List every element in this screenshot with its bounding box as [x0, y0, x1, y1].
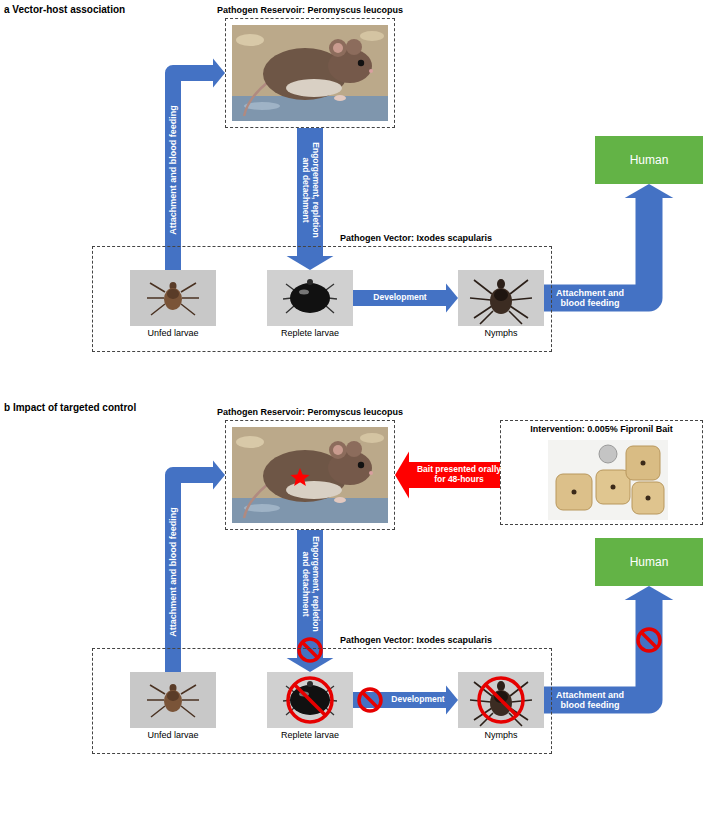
block-arrow [287, 530, 334, 672]
arrow-label: Development [391, 695, 444, 705]
arrow-shaft [353, 692, 446, 708]
node-text: Human [630, 555, 669, 569]
node-text: Replete larvae [267, 328, 353, 338]
replete-larva-photo [267, 672, 353, 728]
nymph-photo [458, 270, 544, 326]
tick-stage: Nymphs [458, 672, 544, 744]
node-text: Pathogen Reservoir: Peromyscus leucopus [217, 407, 403, 417]
tick-stage: Replete larvae [267, 672, 353, 744]
replete-larva-photo [267, 270, 353, 326]
intervention-box: Intervention: 0.005% Fipronil Bait [500, 420, 703, 525]
tick-stage: Unfed larvae [130, 270, 216, 342]
arrow-label: Attachment and blood feeding [168, 105, 178, 235]
arrow-label: Bait presented orally for 48-hours [411, 465, 507, 485]
host-box: Human [595, 136, 703, 184]
panel-label: b Impact of targeted control [4, 402, 136, 413]
prohibition-sign [288, 678, 332, 722]
unfed-larva-photo [130, 270, 216, 326]
arrow-head [625, 184, 674, 198]
panel-label: a Vector-host association [4, 4, 125, 15]
node-text: Intervention: 0.005% Fipronil Bait [501, 421, 702, 434]
reservoir-box: Pathogen Reservoir: Peromyscus leucopus [225, 18, 395, 128]
block-arrow [353, 686, 458, 715]
node-text: Pathogen Reservoir: Peromyscus leucopus [217, 5, 403, 15]
arrow-shaft [544, 600, 649, 700]
arrow-shaft [173, 73, 213, 270]
mouse-photo [232, 25, 388, 121]
arrow-label: Attachment and blood feeding [548, 690, 632, 711]
nymph-photo [458, 672, 544, 728]
arrow-head [395, 452, 409, 499]
unfed-larva-photo [130, 672, 216, 728]
block-arrow [544, 184, 673, 298]
node-text: Nymphs [458, 328, 544, 338]
prohibition-sign [638, 629, 660, 651]
arrow-head [213, 59, 225, 88]
node-text: Pathogen Vector: Ixodes scapularis [340, 635, 492, 645]
block-arrow [544, 586, 673, 700]
tick-stage: Replete larvae [267, 270, 353, 342]
arrow-shaft [353, 290, 446, 306]
block-arrow [173, 461, 225, 672]
reservoir-box: Pathogen Reservoir: Peromyscus leucopus [225, 420, 395, 530]
node-text: Human [630, 153, 669, 167]
vector-box: Pathogen Vector: Ixodes scapularisUnfed … [92, 648, 552, 754]
arrow-head [287, 256, 334, 270]
arrow-label: Development [373, 293, 426, 303]
prohibition-sign [479, 678, 523, 722]
arrow-head [446, 686, 458, 715]
node-text: Nymphs [458, 730, 544, 740]
arrow-shaft [297, 128, 323, 256]
mouse-photo [232, 427, 388, 523]
arrow-label: Attachment and blood feeding [548, 288, 632, 309]
bait-photo [548, 440, 668, 520]
block-arrow [173, 59, 225, 270]
tick-stage: Nymphs [458, 270, 544, 342]
node-text: Unfed larvae [130, 730, 216, 740]
node-text: Pathogen Vector: Ixodes scapularis [340, 233, 492, 243]
arrow-label: Engorgement, repletion and detachment [300, 140, 320, 240]
host-box: Human [595, 538, 703, 586]
arrow-label: Engorgement, repletion and detachment [300, 534, 320, 634]
node-text: Unfed larvae [130, 328, 216, 338]
arrow-head [446, 284, 458, 313]
node-text: Replete larvae [267, 730, 353, 740]
tick-stage: Unfed larvae [130, 672, 216, 744]
arrow-shaft [544, 198, 649, 298]
treated-star [291, 468, 310, 486]
prohibition-sign [359, 689, 381, 711]
block-arrow [287, 128, 334, 270]
vector-box: Pathogen Vector: Ixodes scapularisUnfed … [92, 246, 552, 352]
block-arrow [353, 284, 458, 313]
arrow-label: Attachment and blood feeding [168, 507, 178, 637]
prohibition-sign [299, 639, 321, 661]
arrow-head [625, 586, 674, 600]
arrow-shaft [173, 475, 213, 672]
arrow-head [213, 461, 225, 490]
